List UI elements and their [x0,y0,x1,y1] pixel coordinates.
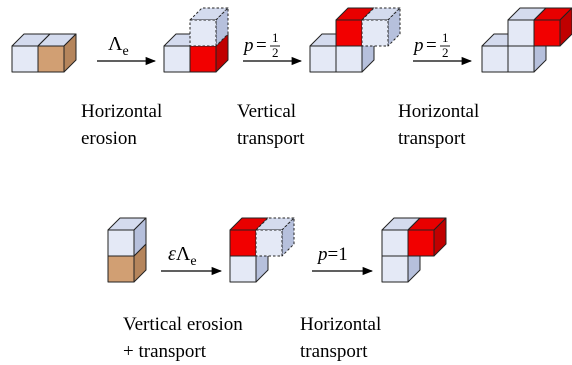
r2-s2-top-left-front [381,229,409,257]
r1-s1-ghost-top-front [189,19,217,47]
label-vertical-transport-line1: Vertical [237,101,297,122]
r2-s1-top-moving-front [229,229,257,257]
label-horizontal-erosion-line1: Horizontal [81,101,163,122]
r1-s3-bottom-right-front [507,45,535,73]
svg-text:p: p [242,35,254,56]
arrow-label-eps-erosion: εΛe [168,243,197,269]
r1-s2-bottom-left-front [309,45,337,73]
label-horizontal-erosion: Horizontal erosion [81,98,162,152]
label-horizontal-transport-line2: transport [398,128,466,149]
r1-s2-bottom-right-front [335,45,363,73]
r2-s2-bottom-front [381,255,409,283]
label-vertical-erosion: Vertical erosion + transport [123,311,243,365]
label-vertical-transport-line2: transport [237,128,305,149]
label-horizontal-erosion-line2: erosion [81,128,137,149]
r1-s0-right-front [37,45,65,73]
svg-text:=: = [426,35,437,56]
r1-s0-left-front [11,45,39,73]
r1-s3-top-left-front [507,19,535,47]
r2-s2-top-right-front [407,229,435,257]
r2-s1-bottom-front [229,255,257,283]
arrow-label-p-half-2: p = 1 2 [412,30,450,60]
arrow-label-erosion: Λe [108,33,129,59]
r2-s1-ghost-right-front [255,229,283,257]
r1-s2-top-moving-front [335,19,363,47]
r1-s3-bottom-left-front [481,45,509,73]
svg-text:2: 2 [442,45,449,60]
label-vertical-transport: Vertical transport [237,98,305,152]
label-vertical-erosion-line1: Vertical erosion [123,314,243,335]
r1-s1-bottom-right-front [189,45,217,73]
r2-s0-bottom-front [107,255,135,283]
r1-s1-bottom-left-front [163,45,191,73]
label-horizontal-transport-2-line2: transport [300,341,368,362]
r1-s3-top-right-front [533,19,561,47]
svg-text:=: = [256,35,267,56]
svg-text:2: 2 [272,45,279,60]
cube-group [11,7,572,283]
svg-text:p: p [412,35,424,56]
r2-s0-top-front [107,229,135,257]
label-horizontal-transport-line1: Horizontal [398,101,480,122]
r1-s2-ghost-right-front [361,19,389,47]
svg-text:1: 1 [442,30,449,45]
label-horizontal-transport-2-line1: Horizontal [300,314,382,335]
svg-text:1: 1 [272,30,279,45]
label-vertical-erosion-line2: + transport [123,341,207,362]
label-horizontal-transport-2: Horizontal transport [300,311,381,365]
label-horizontal-transport: Horizontal transport [398,98,479,152]
arrow-label-p-half-1: p = 1 2 [242,30,280,60]
arrow-label-p-one: p=1 [316,244,348,265]
